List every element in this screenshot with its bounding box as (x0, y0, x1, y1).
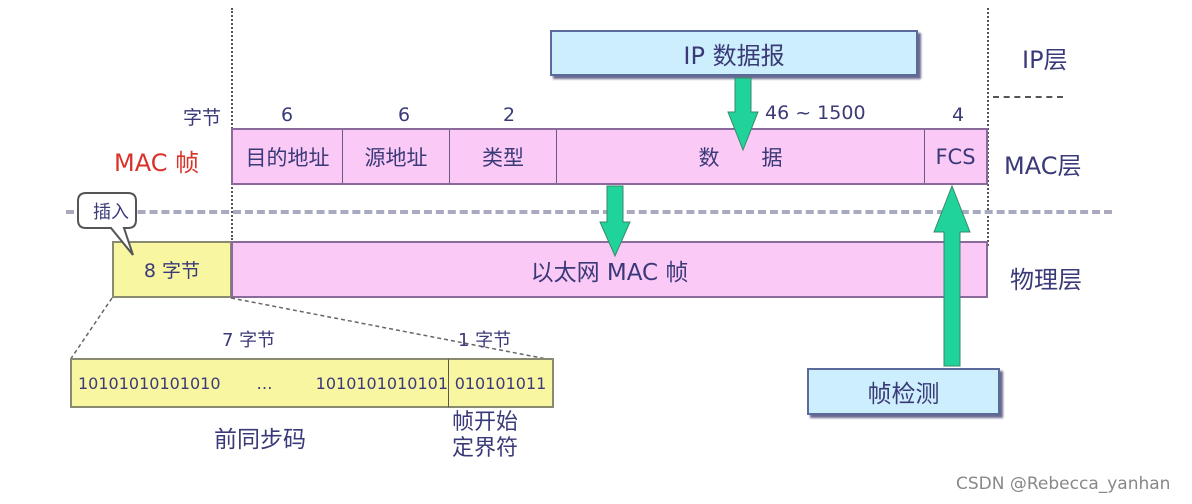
field-dest-address: 目的地址 (233, 130, 343, 183)
ethernet-mac-frame: 以太网 MAC 帧 (231, 241, 988, 298)
expand-line-right (230, 297, 553, 361)
mac-physical-separator (66, 210, 1112, 214)
sync-bytes-label: 7 字节 (222, 330, 276, 351)
ethernet-mac-frame-label: 以太网 MAC 帧 (530, 259, 689, 286)
sfd-bits: 010101011 (454, 373, 547, 393)
field-bytes-type: 2 (503, 104, 516, 126)
frame-check-label: 帧检测 (867, 380, 940, 408)
ip-datagram-box: IP 数据报 (550, 30, 918, 76)
left-boundary-guide (231, 8, 233, 240)
field-bytes-fcs: 4 (952, 104, 965, 126)
layer-label-physical: 物理层 (1010, 266, 1082, 294)
arrow-check-to-fcs-icon (933, 184, 971, 367)
ip-mac-separator (993, 96, 1063, 98)
field-type: 类型 (450, 130, 557, 183)
field-bytes-dest: 6 (281, 104, 294, 126)
right-boundary-guide (987, 8, 989, 246)
sync-code-name: 前同步码 (214, 427, 306, 453)
mac-frame: 目的地址 源地址 类型 数 据 FCS (231, 128, 988, 185)
arrow-ip-to-data-icon (727, 77, 759, 152)
arrow-mac-to-physical-icon (599, 185, 631, 258)
expand-line-left (69, 297, 113, 361)
insert-callout-bubble (77, 192, 137, 256)
sync-bits-start: 10101010101010 (78, 373, 221, 393)
ip-datagram-label: IP 数据报 (683, 41, 785, 70)
field-fcs: FCS (935, 144, 976, 169)
sfd-block: 010101011 (448, 358, 554, 408)
field-bytes-data: 46 ~ 1500 (765, 102, 866, 124)
insert-callout-label: 插入 (93, 202, 129, 223)
watermark: CSDN @Rebecca_yanhan (956, 474, 1171, 494)
sfd-name-line2: 定界符 (452, 436, 519, 461)
layer-label-ip: IP层 (1022, 46, 1068, 74)
sync-code-block: 10101010101010 … 1010101010101 (70, 358, 450, 408)
field-src-address: 源地址 (343, 130, 450, 183)
sync-bits-ellipsis: … (256, 373, 273, 393)
mac-frame-title: MAC 帧 (114, 149, 200, 177)
frame-check-box: 帧检测 (807, 368, 1000, 415)
layer-label-mac: MAC层 (1004, 152, 1082, 180)
sfd-name-line1: 帧开始 (452, 410, 519, 435)
field-data: 数 据 (557, 130, 925, 183)
sync-bits-end: 1010101010101 (315, 373, 448, 393)
sfd-name: 帧开始 定界符 (452, 410, 518, 462)
preamble-block-label: 8 字节 (143, 260, 201, 282)
field-bytes-src: 6 (398, 104, 411, 126)
bytes-label: 字节 (183, 107, 222, 129)
sfd-bytes-label: 1 字节 (458, 330, 512, 351)
